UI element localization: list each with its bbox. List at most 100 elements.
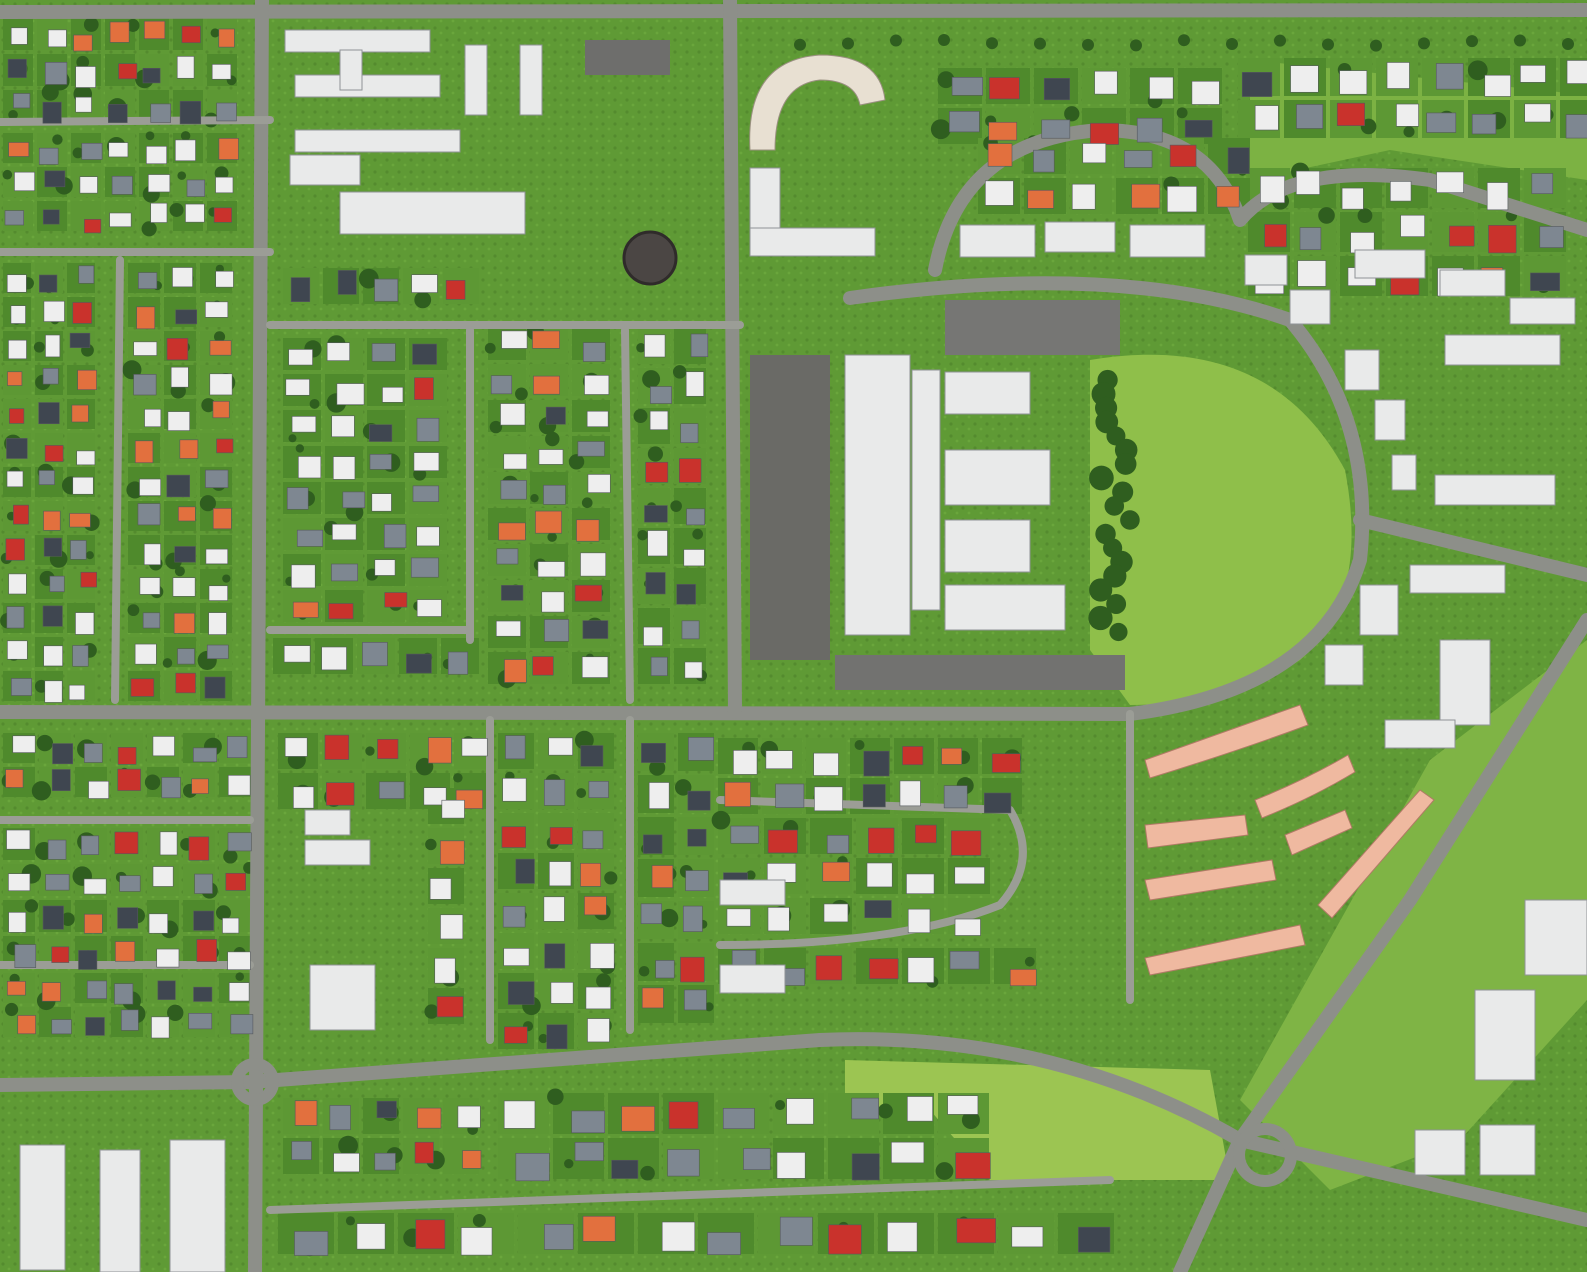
house (14, 944, 37, 968)
house (988, 121, 1018, 141)
apartment-building (1324, 644, 1364, 686)
house (333, 1152, 360, 1173)
house (356, 1223, 386, 1250)
house (587, 1018, 610, 1043)
tree (76, 55, 90, 69)
apartment-building (464, 44, 488, 116)
house (584, 375, 610, 395)
house (1041, 119, 1071, 139)
tree (1109, 622, 1128, 642)
house (412, 343, 437, 365)
house (822, 861, 850, 882)
house (213, 207, 232, 223)
house (906, 873, 935, 895)
house (775, 783, 805, 808)
house (39, 274, 58, 293)
house (6, 606, 25, 629)
house (209, 373, 233, 396)
apartment-building (1434, 474, 1556, 506)
tree (530, 493, 539, 503)
house (14, 171, 35, 192)
tree (937, 71, 955, 89)
tree (52, 134, 63, 145)
house (730, 825, 759, 844)
apartment-building (911, 369, 941, 611)
house (38, 402, 60, 425)
house (174, 546, 196, 563)
tree (854, 740, 865, 750)
house (85, 1017, 105, 1036)
house (212, 508, 232, 530)
house (331, 415, 355, 438)
house (42, 605, 63, 627)
house (955, 1152, 991, 1179)
tree (1082, 38, 1094, 51)
house (176, 56, 195, 79)
house (1089, 122, 1119, 145)
house (582, 830, 604, 849)
tree (794, 38, 806, 51)
house (543, 484, 566, 505)
tree (1370, 39, 1382, 52)
apartment-building (284, 29, 431, 53)
tree (1514, 34, 1526, 47)
house (532, 656, 554, 676)
tree (1466, 35, 1478, 48)
tree (358, 268, 379, 289)
house (47, 839, 67, 860)
house (767, 907, 790, 932)
house (548, 737, 573, 756)
house (108, 104, 128, 123)
house (383, 524, 407, 549)
tree (672, 365, 687, 379)
house (378, 781, 405, 799)
house (286, 487, 309, 510)
house (142, 67, 161, 84)
house (460, 1227, 493, 1256)
tree (1120, 510, 1140, 530)
house (1539, 226, 1564, 248)
tree (1418, 37, 1430, 50)
tree (637, 529, 648, 541)
house (589, 943, 615, 969)
house (332, 456, 356, 480)
tree (633, 409, 648, 424)
house (641, 987, 664, 1009)
tree (8, 109, 18, 120)
house (208, 585, 228, 601)
house (376, 1100, 397, 1118)
house (49, 575, 65, 592)
house (108, 142, 129, 158)
house (650, 386, 672, 404)
house (38, 470, 55, 485)
house (227, 775, 251, 796)
house (462, 1150, 482, 1169)
house (230, 1014, 254, 1035)
house (869, 958, 899, 980)
apartment-building (309, 964, 376, 1031)
house (175, 672, 196, 694)
landmarks (622, 54, 1435, 976)
house (586, 410, 609, 428)
house (291, 1141, 312, 1161)
apartment-building (1444, 334, 1561, 366)
house (766, 863, 797, 883)
house (326, 782, 355, 806)
tree (961, 1111, 980, 1130)
local-street-7 (111, 256, 124, 704)
house (1400, 214, 1425, 237)
house (8, 873, 31, 892)
house (111, 175, 133, 195)
house (823, 903, 849, 923)
house (42, 905, 64, 930)
house (496, 548, 519, 565)
apartment-building (959, 224, 1036, 258)
house (71, 404, 89, 423)
tree (1130, 39, 1142, 52)
house (686, 508, 705, 526)
tree (1322, 38, 1334, 51)
southeast-highway (1233, 613, 1587, 1147)
house (81, 835, 99, 855)
apartment-building (1439, 639, 1491, 726)
